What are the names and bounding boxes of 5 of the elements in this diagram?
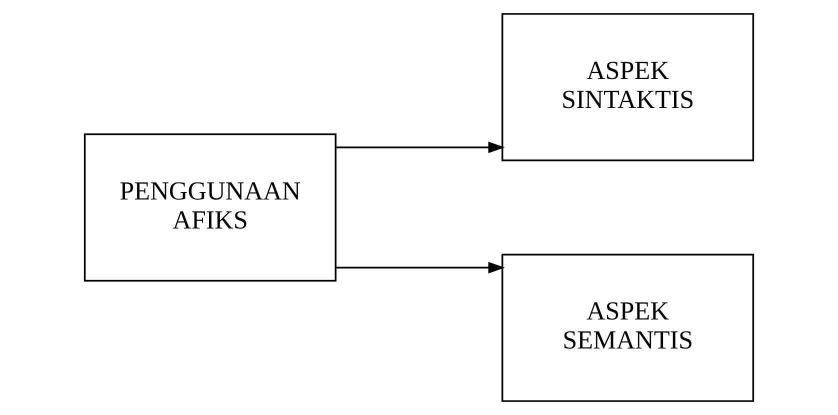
node-box: ASPEK SINTAKTIS	[502, 13, 754, 162]
arrow	[336, 262, 505, 274]
node-box: ASPEK SEMANTIS	[502, 254, 754, 402]
arrow	[336, 142, 505, 154]
node-box: PENGGUNAAN AFIKS	[84, 133, 336, 282]
